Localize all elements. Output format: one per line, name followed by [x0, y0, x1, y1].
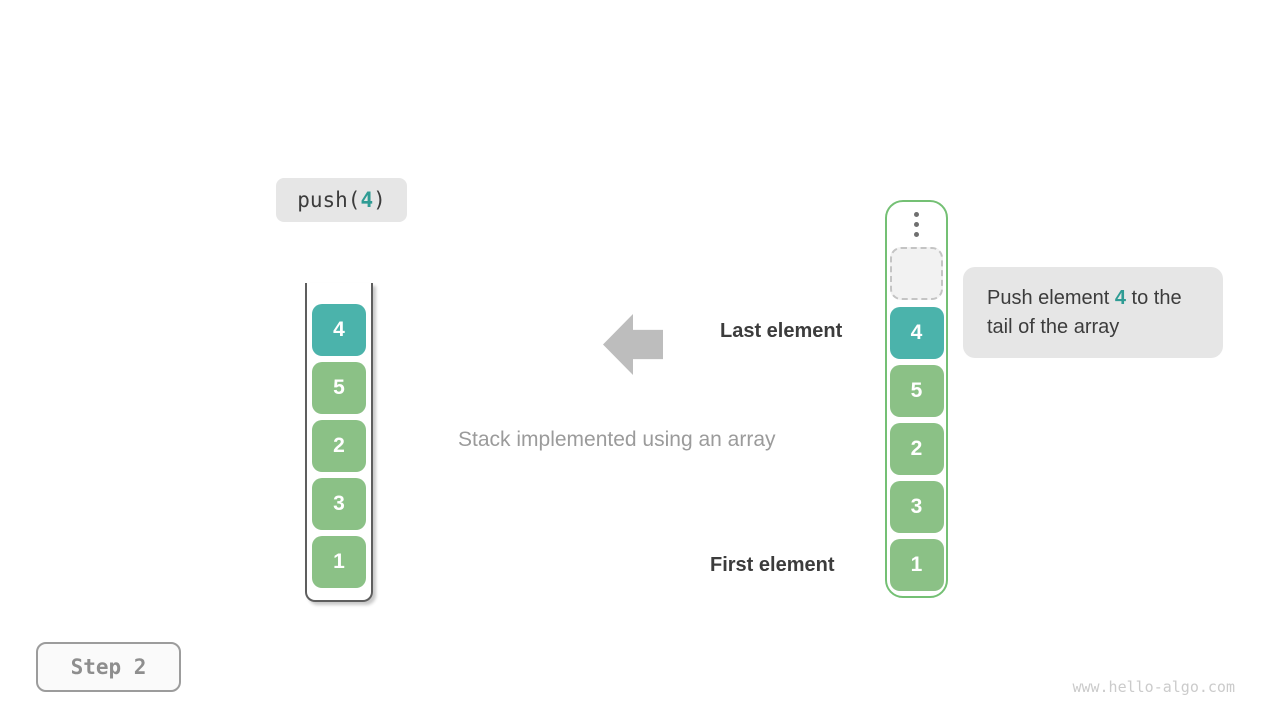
- watermark: www.hello-algo.com: [1072, 678, 1235, 696]
- stack-array-container: 4 5 2 3 1: [305, 283, 373, 602]
- stack-block: 2: [312, 420, 366, 472]
- tooltip-text: Push element 4 to the tail of the array: [987, 284, 1199, 342]
- stack-blocks-left: 4 5 2 3 1: [312, 304, 366, 588]
- stack-block: 2: [889, 423, 944, 475]
- operation-label-prefix: push(: [297, 188, 361, 212]
- stack-block: 5: [889, 365, 944, 417]
- stack-block: 4: [312, 304, 366, 356]
- left-arrow-icon: [603, 314, 663, 375]
- tooltip-value: 4: [1114, 286, 1126, 309]
- tooltip-text-after: to the tail of the array: [987, 286, 1182, 338]
- ellipsis-dot: [914, 212, 919, 217]
- stack-block: 4: [889, 307, 944, 359]
- operation-label-suffix: ): [373, 188, 386, 212]
- stack-block: 1: [889, 539, 944, 591]
- stack-block: 5: [312, 362, 366, 414]
- step-badge: Step 2: [36, 642, 181, 692]
- diagram-caption: Stack implemented using an array: [458, 428, 776, 451]
- tooltip-text-before: Push element: [987, 286, 1115, 309]
- stack-block: 1: [312, 536, 366, 588]
- array-with-buffer-container: 4 5 2 3 1: [885, 200, 948, 598]
- ellipsis-dot: [914, 232, 919, 237]
- stack-block: 3: [312, 478, 366, 530]
- stack-blocks-right: 4 5 2 3 1: [889, 307, 944, 591]
- explanation-tooltip: Push element 4 to the tail of the array: [963, 267, 1223, 358]
- first-element-label: First element: [710, 554, 835, 576]
- last-element-label: Last element: [720, 320, 843, 342]
- vertical-ellipsis-icon: [914, 212, 919, 237]
- empty-slot-placeholder: [890, 247, 943, 300]
- operation-label: push(4): [276, 178, 407, 222]
- operation-arg: 4: [360, 188, 374, 212]
- stack-block: 3: [889, 481, 944, 533]
- ellipsis-dot: [914, 222, 919, 227]
